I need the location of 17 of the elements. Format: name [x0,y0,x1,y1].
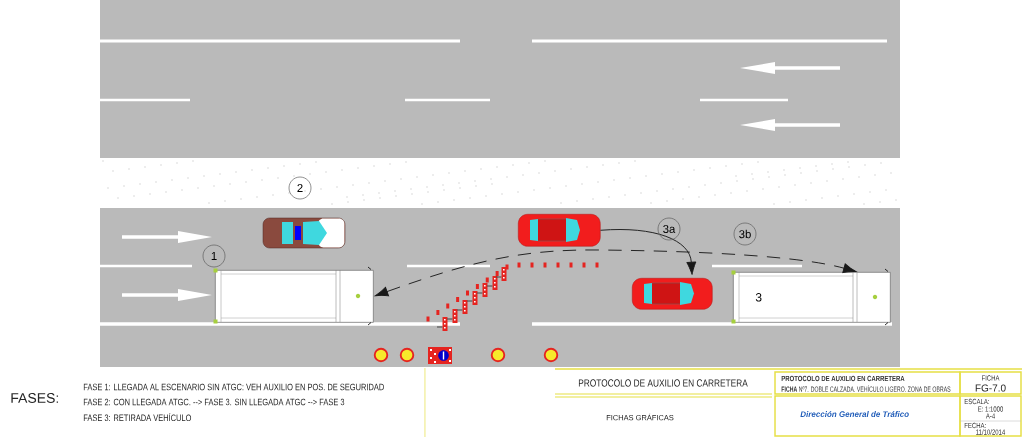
note-text: FASE 3: RETIRADA VEHÍCULO [83,412,192,422]
sheet-title: PROTOCOLO DE AUXILIO EN CARRETERA [578,379,748,387]
car [632,278,713,310]
callout-number: 3a [657,217,681,241]
path-arrow [600,229,697,275]
agency-name: Dirección General de Tráfico [800,411,909,417]
heading-text: FASES: [11,393,58,403]
note-text: FASE 1: LLEGADA AL ESCENARIO SIN ATGC: VEH AUXILIO EN POS. DE SEGURIDAD [83,383,384,391]
truck [213,266,374,326]
callout-number: 3b [733,222,757,246]
callout-number: 2 [288,176,312,200]
callout-number: 1 [202,244,226,268]
truck: 3 [731,268,891,326]
note-text: FASE 2: CON LLEGADA ATGC. --> FASE 3. SIN LLEGADA ATGC --> FASE 3 [83,398,345,406]
sheet-code: FG-7.0 [975,384,1006,392]
car [518,214,601,247]
path-arrow [375,249,857,297]
